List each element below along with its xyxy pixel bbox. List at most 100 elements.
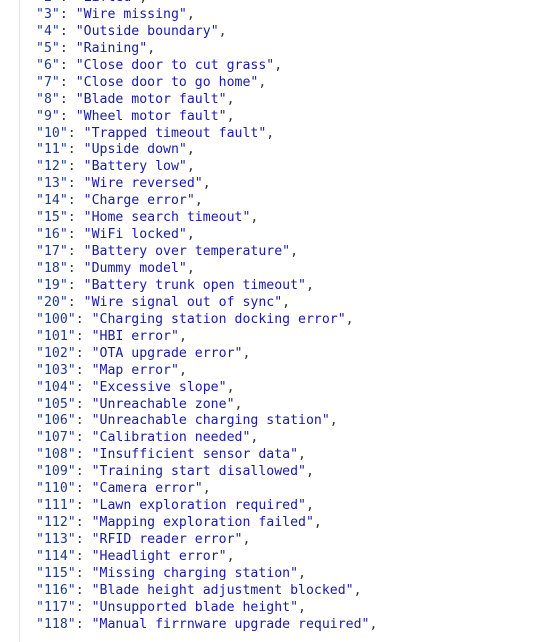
json-string-value: "OTA upgrade error" <box>91 345 243 361</box>
json-string-value: "Manual firrnware upgrade required" <box>91 616 370 632</box>
json-key: "18" <box>36 261 68 276</box>
code-line: "10": "Trapped timeout fault", <box>36 126 536 143</box>
json-key: "108" <box>36 447 76 463</box>
colon-separator: : <box>67 176 84 192</box>
comma: , <box>298 599 306 615</box>
json-key: "13" <box>36 176 68 192</box>
comma: , <box>242 532 251 547</box>
json-string-value: "Lifted" <box>76 0 140 5</box>
json-key: "100" <box>36 311 76 327</box>
comma: , <box>202 481 211 497</box>
colon-separator: : <box>75 548 92 564</box>
code-line: "13": "Wire reversed", <box>36 176 536 193</box>
code-line: "4": "Outside boundary", <box>36 24 536 41</box>
json-string-value: "Charge error" <box>83 193 195 209</box>
comma: , <box>353 582 362 598</box>
comma: , <box>329 413 338 429</box>
code-line: "9": "Wheel motor fault", <box>36 109 536 126</box>
json-string-value: "Home search timeout" <box>83 210 251 226</box>
json-key: "17" <box>36 244 68 260</box>
comma: , <box>282 294 291 310</box>
colon-separator: : <box>59 6 76 22</box>
comma: , <box>186 142 195 158</box>
json-key: "2" <box>36 0 60 5</box>
colon-separator: : <box>75 430 92 446</box>
json-string-value: "Blade motor fault" <box>75 91 227 107</box>
json-string-value: "Calibration needed" <box>91 430 251 446</box>
colon-separator: : <box>67 210 84 226</box>
code-line: "112": "Mapping exploration failed", <box>36 515 536 532</box>
json-string-value: "Missing charging station" <box>91 565 299 581</box>
colon-separator: : <box>75 532 92 547</box>
json-key: "7" <box>36 74 60 90</box>
json-key: "118" <box>36 616 76 632</box>
json-string-value: "Wire signal out of sync" <box>83 294 283 310</box>
json-string-value: "Wire reversed" <box>83 176 203 192</box>
code-line: "2": "Lifted", <box>36 0 536 7</box>
code-line: "103": "Map error", <box>36 363 536 380</box>
colon-separator: : <box>75 328 92 344</box>
comma: , <box>226 548 235 564</box>
colon-separator: : <box>60 0 76 5</box>
code-line: "111": "Lawn exploration required", <box>36 498 536 515</box>
comma: , <box>178 362 187 378</box>
json-string-value: "Headlight error" <box>91 548 227 564</box>
json-string-value: "Excessive slope" <box>91 379 227 395</box>
json-string-value: "Insufficient sensor data" <box>91 447 299 463</box>
comma: , <box>369 616 378 632</box>
json-key: "106" <box>36 413 76 429</box>
comma: , <box>250 430 259 446</box>
json-code-view[interactable]: "2": "Lifted","3": "Wire missing","4": "… <box>36 0 536 634</box>
code-line: "15": "Home search timeout", <box>36 210 536 227</box>
code-line: "18": "Dummy model", <box>36 261 536 278</box>
colon-separator: : <box>67 277 84 293</box>
colon-separator: : <box>75 565 92 581</box>
code-line: "109": "Training start disallowed", <box>36 464 536 481</box>
json-key: "105" <box>36 396 76 412</box>
code-line: "20": "Wire signal out of sync", <box>36 295 536 312</box>
json-key: "101" <box>36 328 76 344</box>
comma: , <box>266 125 275 141</box>
json-string-value: "Blade height adjustment blocked" <box>91 582 354 598</box>
colon-separator: : <box>75 599 92 615</box>
comma: , <box>186 6 195 22</box>
colon-separator: : <box>75 379 92 395</box>
code-line: "8": "Blade motor fault", <box>36 92 536 109</box>
colon-separator: : <box>75 447 92 463</box>
comma: , <box>178 328 187 344</box>
comma: , <box>202 176 211 192</box>
json-key: "12" <box>36 159 68 175</box>
json-string-value: "Close door to cut grass" <box>75 57 275 73</box>
json-string-value: "Unsupported blade height" <box>91 599 299 615</box>
code-line: "7": "Close door to go home", <box>36 75 536 92</box>
json-string-value: "WiFi locked" <box>83 227 187 243</box>
comma: , <box>186 261 195 276</box>
json-key: "117" <box>36 599 76 615</box>
code-line: "102": "OTA upgrade error", <box>36 346 536 363</box>
comma: , <box>298 447 306 463</box>
comma: , <box>274 57 283 73</box>
colon-separator: : <box>67 142 84 158</box>
comma: , <box>226 379 235 395</box>
json-key: "15" <box>36 210 68 226</box>
colon-separator: : <box>59 74 76 90</box>
json-string-value: "Wheel motor fault" <box>75 108 227 124</box>
colon-separator: : <box>75 498 92 514</box>
colon-separator: : <box>67 294 84 310</box>
json-key: "9" <box>36 108 60 124</box>
comma: , <box>305 498 314 514</box>
colon-separator: : <box>75 582 92 598</box>
colon-separator: : <box>75 311 92 327</box>
json-key: "5" <box>36 40 60 56</box>
json-key: "8" <box>36 91 60 107</box>
comma: , <box>186 227 195 243</box>
json-key: "6" <box>36 57 60 73</box>
comma: , <box>313 515 322 531</box>
json-key: "14" <box>36 193 68 209</box>
colon-separator: : <box>59 57 76 73</box>
json-key: "111" <box>36 498 76 514</box>
colon-separator: : <box>67 227 84 243</box>
json-key: "113" <box>36 532 76 547</box>
code-line: "11": "Upside down", <box>36 142 536 159</box>
json-string-value: "Upside down" <box>83 142 187 158</box>
